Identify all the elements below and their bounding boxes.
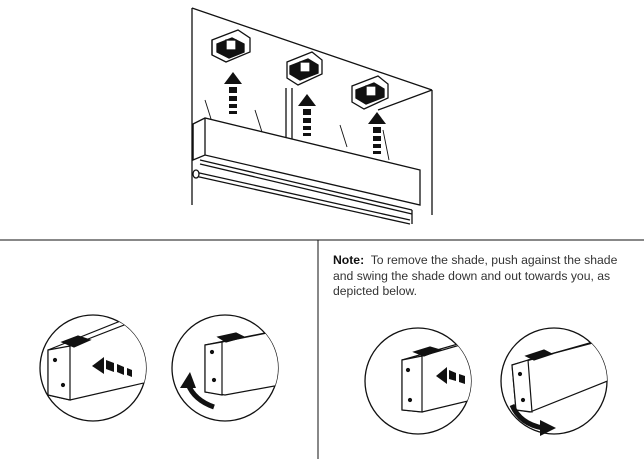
removal-note: Note: To remove the shade, push against … [333, 253, 639, 300]
note-label: Note: [333, 253, 365, 267]
headrail [192, 117, 421, 225]
bracket-left [211, 29, 251, 63]
detail-circle-swing-down [500, 327, 608, 436]
detail-circle-push-left [39, 314, 147, 422]
dashed-up-arrow-icon [298, 94, 316, 136]
note-text: To remove the shade, push against the sh… [333, 253, 618, 298]
curved-swing-down-arrow-icon [509, 403, 556, 436]
top-figure [191, 7, 433, 225]
dashed-push-arrow-icon [92, 357, 132, 377]
dashed-push-arrow-icon [436, 367, 465, 384]
detail-circle-push-right [364, 327, 472, 435]
dashed-up-arrow-icon [368, 112, 386, 154]
bracket-middle [286, 51, 323, 86]
detail-circle-swing-up [171, 314, 279, 422]
bracket-right [351, 75, 389, 110]
curved-swing-up-arrow-icon [180, 372, 215, 410]
dashed-up-arrow-icon [224, 72, 242, 114]
